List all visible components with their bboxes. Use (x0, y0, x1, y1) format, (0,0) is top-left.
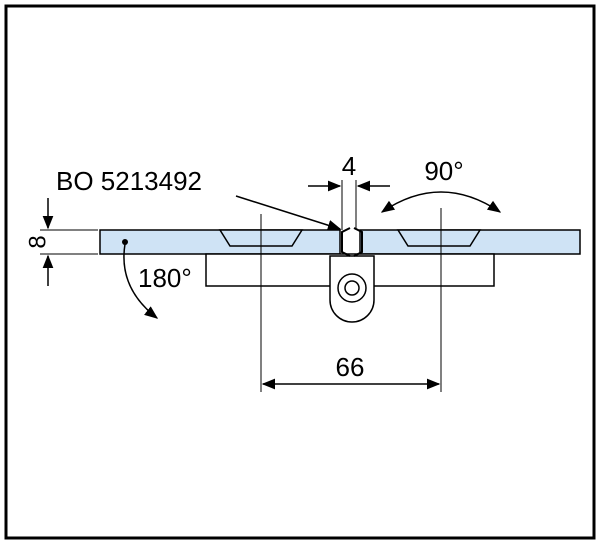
part-number-leader (235, 195, 342, 231)
opening-angle-label: 90° (424, 156, 463, 186)
hole-spacing-label: 66 (336, 352, 365, 382)
opening-angle-arc (380, 191, 502, 213)
gap-label: 4 (342, 151, 356, 181)
rotation-angle-label: 180° (138, 263, 192, 293)
glass-panel-left (99, 229, 341, 255)
hinge-clip (341, 227, 363, 257)
clamp-recess-right (396, 229, 482, 247)
part-number-label: BO 5213492 (56, 166, 202, 196)
thickness-label: 8 (25, 235, 52, 248)
rotation-pivot-dot (122, 239, 128, 245)
rotation-angle-arc (123, 243, 159, 319)
hinge-pin-inner (344, 280, 360, 296)
drawing-frame (4, 4, 596, 540)
